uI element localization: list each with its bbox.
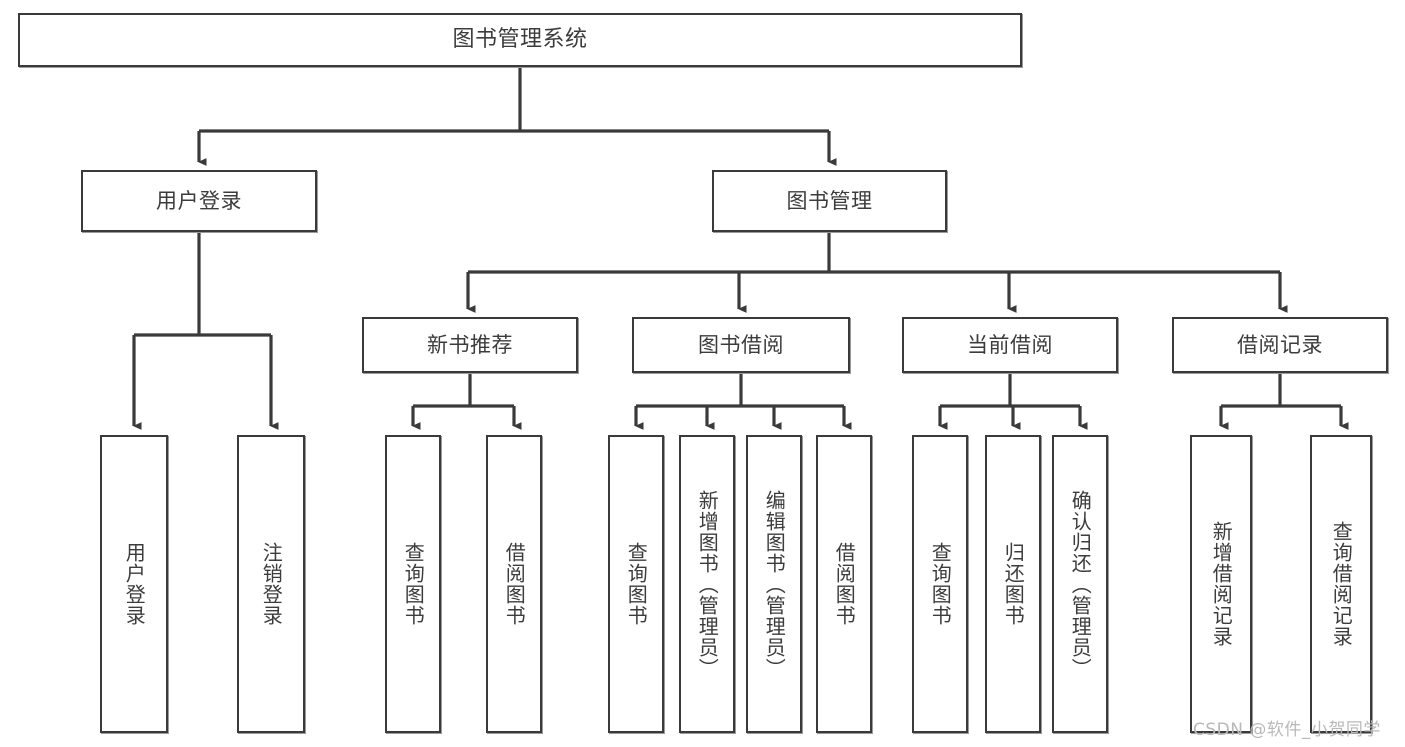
node-label: 借阅图书	[502, 542, 527, 626]
node-leaf-borrow-book-1[interactable]: 借阅图书	[486, 435, 542, 733]
node-label: 注销登录	[259, 542, 284, 626]
node-label: 编辑图书（管理员）	[762, 489, 787, 679]
node-leaf-query-book-1[interactable]: 查询图书	[385, 435, 441, 733]
node-label: 查询图书	[928, 542, 953, 626]
csdn-watermark: CSDN @软件_小贺同学	[1193, 720, 1381, 740]
node-leaf-query-book-2[interactable]: 查询图书	[608, 435, 664, 733]
node-leaf-confirm-return-admin[interactable]: 确认归还（管理员）	[1052, 435, 1108, 733]
node-user-login[interactable]: 用户登录	[81, 170, 317, 232]
node-new-book-recommend[interactable]: 新书推荐	[362, 317, 578, 373]
node-leaf-edit-book-admin[interactable]: 编辑图书（管理员）	[746, 435, 802, 733]
node-label: 借阅记录	[1237, 332, 1323, 357]
node-leaf-return-book[interactable]: 归还图书	[985, 435, 1041, 733]
node-label: 归还图书	[1001, 542, 1026, 626]
node-leaf-borrow-book-2[interactable]: 借阅图书	[816, 435, 872, 733]
node-leaf-add-book-admin[interactable]: 新增图书（管理员）	[679, 435, 735, 733]
node-root-book-management-system[interactable]: 图书管理系统	[18, 13, 1022, 67]
node-leaf-query-book-3[interactable]: 查询图书	[912, 435, 968, 733]
node-leaf-query-borrow-record[interactable]: 查询借阅记录	[1310, 435, 1372, 733]
node-current-borrow[interactable]: 当前借阅	[902, 317, 1118, 373]
node-book-borrow[interactable]: 图书借阅	[632, 317, 850, 373]
node-label: 查询图书	[624, 542, 649, 626]
node-label: 图书管理	[786, 188, 873, 213]
node-label: 新书推荐	[427, 332, 513, 357]
node-book-management[interactable]: 图书管理	[712, 170, 947, 232]
node-leaf-add-borrow-record[interactable]: 新增借阅记录	[1190, 435, 1252, 733]
node-label: 用户登录	[122, 542, 147, 626]
node-label: 用户登录	[156, 188, 242, 213]
node-label: 当前借阅	[967, 332, 1053, 357]
node-label: 查询借阅记录	[1329, 521, 1354, 647]
node-label: 借阅图书	[832, 542, 857, 626]
node-label: 新增借阅记录	[1209, 521, 1234, 647]
node-label: 确认归还（管理员）	[1068, 489, 1093, 679]
node-leaf-user-login[interactable]: 用户登录	[100, 435, 168, 733]
node-label: 新增图书（管理员）	[695, 489, 720, 679]
node-label: 查询图书	[401, 542, 426, 626]
node-leaf-logout-login[interactable]: 注销登录	[237, 435, 305, 733]
node-label: 图书管理系统	[452, 27, 588, 53]
node-label: 图书借阅	[698, 332, 784, 357]
node-borrow-record[interactable]: 借阅记录	[1172, 317, 1388, 373]
